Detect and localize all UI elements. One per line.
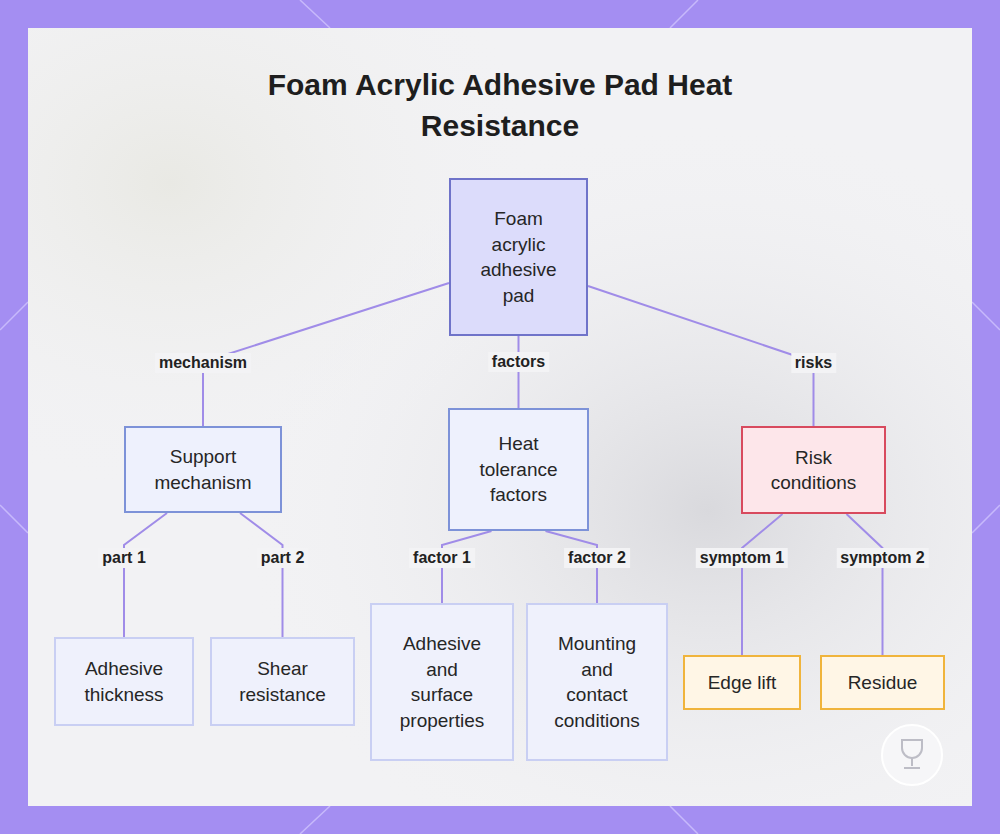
- node-label: Support mechanism: [140, 444, 266, 495]
- symptom-box: Edge lift: [683, 655, 801, 710]
- edge-label: symptom 1: [696, 548, 788, 568]
- edge-label: part 1: [98, 548, 150, 568]
- diagram-title: Foam Acrylic Adhesive Pad Heat Resistanc…: [230, 64, 770, 146]
- connector: [847, 514, 883, 655]
- connector: [240, 513, 283, 637]
- node-label: Mounting and contact conditions: [550, 631, 644, 733]
- trophy-icon: [882, 725, 942, 785]
- node-label: Foam acrylic adhesive pad: [469, 206, 568, 308]
- detail-box: Mounting and contact conditions: [526, 603, 668, 761]
- edge-label: part 2: [257, 548, 309, 568]
- symptom-box: Residue: [820, 655, 945, 710]
- connector: [588, 286, 814, 426]
- detail-box: Adhesive and surface properties: [370, 603, 514, 761]
- detail-box: Shear resistance: [210, 637, 355, 726]
- edge-label: symptom 2: [836, 548, 928, 568]
- node-label: Residue: [848, 670, 918, 696]
- node-label: Edge lift: [708, 670, 777, 696]
- edge-label: factors: [488, 352, 549, 372]
- root-box: Foam acrylic adhesive pad: [449, 178, 588, 336]
- connector: [518, 336, 520, 408]
- connector: [124, 513, 167, 637]
- category-box: Support mechanism: [124, 426, 282, 513]
- node-label: Adhesive thickness: [70, 656, 178, 707]
- edge-label: risks: [791, 353, 836, 373]
- risk-box: Risk conditions: [741, 426, 886, 514]
- edge-label: factor 1: [409, 548, 475, 568]
- detail-box: Adhesive thickness: [54, 637, 194, 726]
- panel: [28, 28, 972, 806]
- panel-shade: [28, 28, 972, 806]
- edge-label: mechanism: [155, 353, 251, 373]
- node-label: Shear resistance: [226, 656, 339, 707]
- edge-label: factor 2: [564, 548, 630, 568]
- node-label: Heat tolerance factors: [462, 431, 575, 508]
- category-box: Heat tolerance factors: [448, 408, 589, 531]
- connector: [742, 514, 783, 655]
- panel-shade: [28, 28, 972, 806]
- node-label: Risk conditions: [767, 445, 860, 496]
- node-label: Adhesive and surface properties: [394, 631, 490, 733]
